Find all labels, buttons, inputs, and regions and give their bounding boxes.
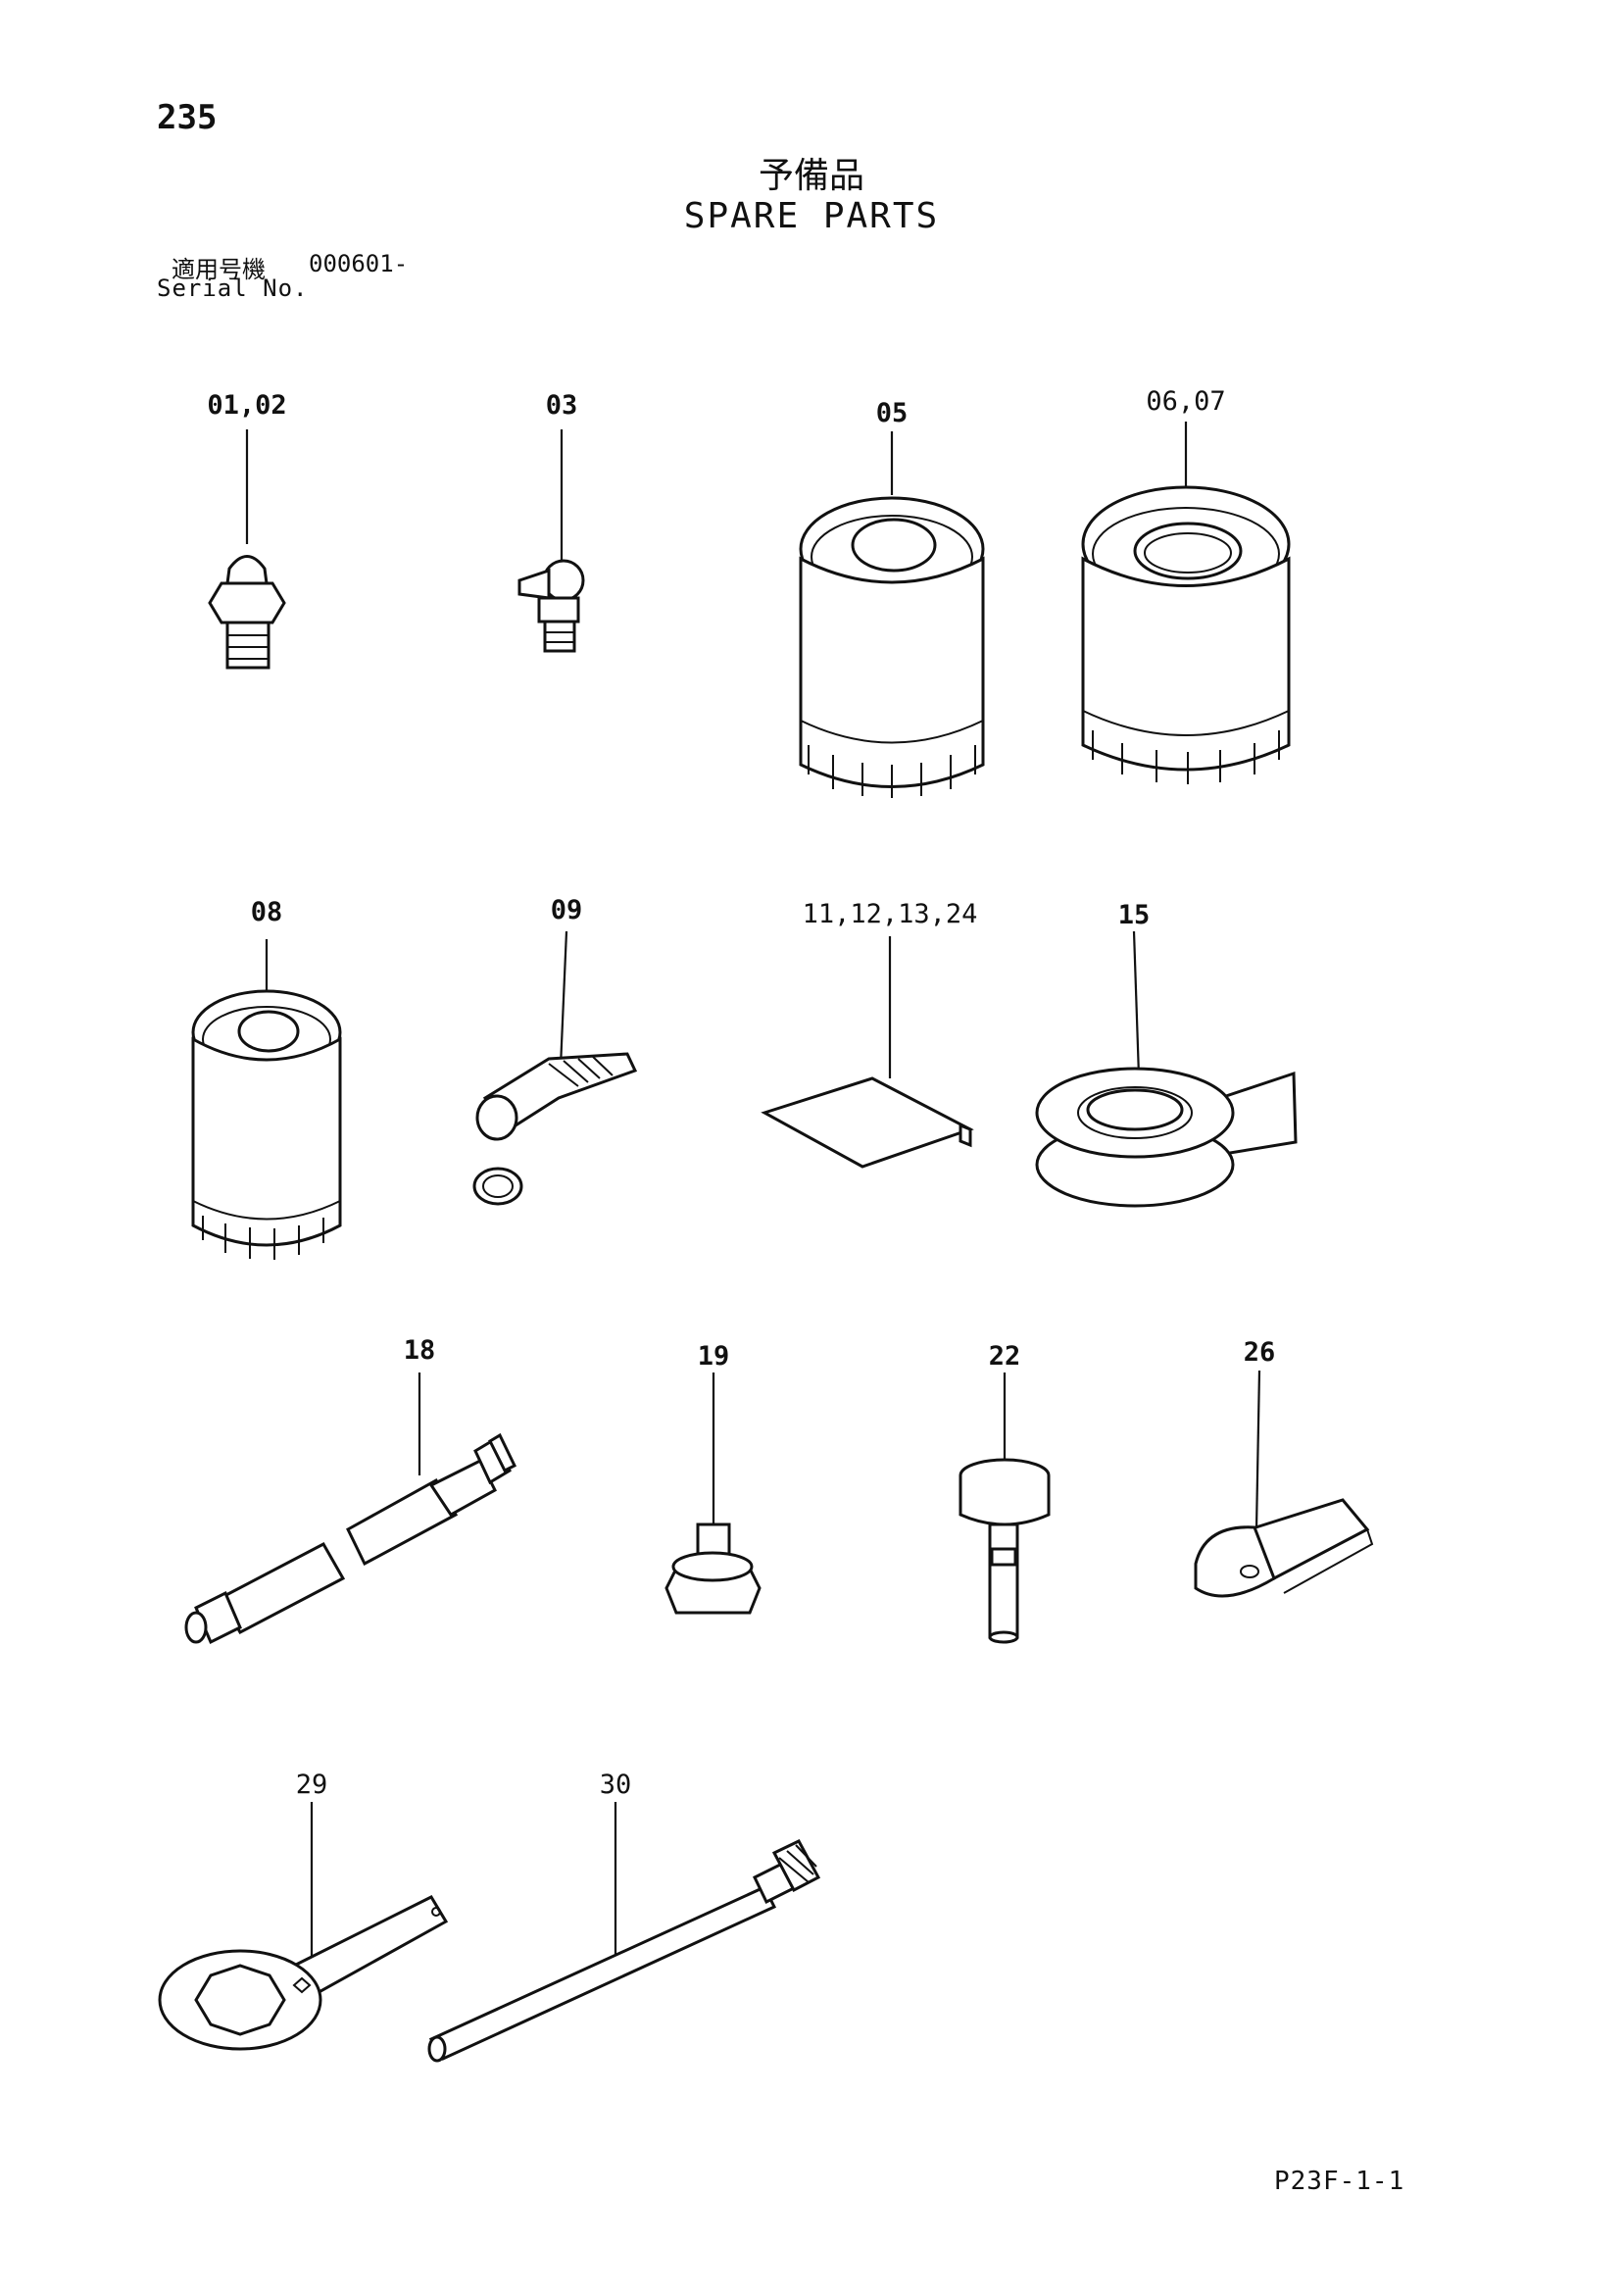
serial-label-japanese: 適用号機 bbox=[172, 256, 266, 283]
page-number: 235 bbox=[157, 98, 218, 137]
callout-label: 30 bbox=[599, 1770, 632, 1800]
figure-code: P23F-1-1 bbox=[1274, 2167, 1405, 2196]
callout-label: 08 bbox=[250, 897, 283, 927]
grease-gun-extension-drawing bbox=[184, 1373, 516, 1645]
callout-label: 26 bbox=[1243, 1337, 1276, 1368]
filter-pin-drawing bbox=[959, 1373, 1051, 1644]
callout-label: 18 bbox=[403, 1335, 436, 1366]
ring-wrench-drawing bbox=[158, 1802, 449, 2051]
grease-fitting-straight-drawing bbox=[208, 429, 286, 670]
callout-label: 15 bbox=[1117, 900, 1151, 930]
callout-label: 29 bbox=[295, 1770, 328, 1800]
gasket-sheet-drawing bbox=[761, 936, 974, 1169]
callout-label: 06,07 bbox=[1146, 386, 1226, 417]
serial-label: Serial No. bbox=[157, 275, 309, 302]
callout-label: 03 bbox=[545, 390, 578, 421]
callout-label: 05 bbox=[875, 398, 909, 428]
callout-label: 19 bbox=[697, 1341, 730, 1372]
filter-element-08-drawing bbox=[191, 939, 342, 1260]
serial-value: 000601- bbox=[309, 250, 409, 277]
filter-element-06-07-drawing bbox=[1081, 422, 1291, 784]
callout-label: 11,12,13,24 bbox=[802, 899, 978, 929]
bucket-tooth-clip-drawing bbox=[1194, 1370, 1374, 1598]
filter-element-05-drawing bbox=[799, 431, 985, 798]
seal-tape-roll-drawing bbox=[1035, 930, 1298, 1208]
callout-label: 01,02 bbox=[207, 390, 287, 421]
bar-tool-drawing bbox=[427, 1802, 821, 2063]
page-title-japanese: 予備品 bbox=[758, 156, 864, 196]
grease-fitting-angled-drawing bbox=[517, 429, 585, 653]
callout-label: 22 bbox=[988, 1341, 1021, 1372]
callout-label: 09 bbox=[550, 895, 583, 925]
grease-nozzle-drawing bbox=[472, 930, 638, 1206]
page-title: SPARE PARTS bbox=[683, 196, 940, 236]
adapter-nut-drawing bbox=[664, 1373, 762, 1615]
